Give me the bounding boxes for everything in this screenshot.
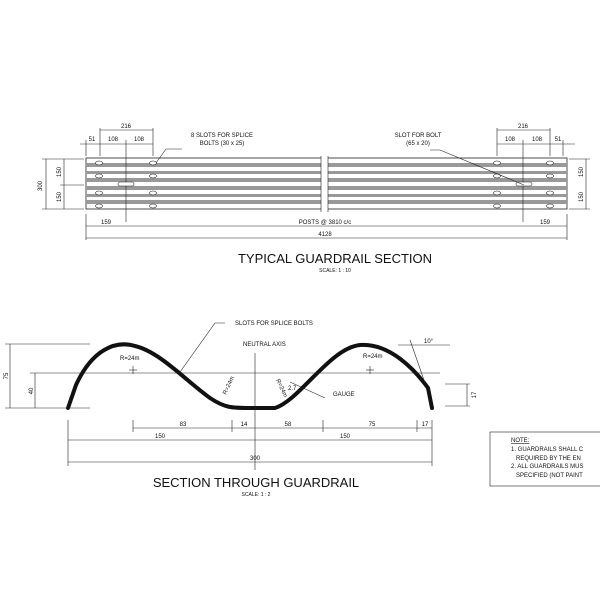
guardrail-profile [66,342,434,410]
angle-10: 10° [424,339,434,345]
note-box: NOTE: 1. GUARDRAILS SHALL C REQUIRED BY … [489,431,600,487]
dim-17: 17 [422,422,429,428]
dim-300: 300 [38,180,44,191]
section-view: 75 40 83 14 58 75 17 150 150 300 17 2.7 … [4,321,478,498]
section-title: SECTION THROUGH GUARDRAIL [153,475,359,490]
dim-150: 150 [340,434,351,440]
dim-58: 58 [285,422,292,428]
dim-150: 150 [57,191,63,202]
note-heading: NOTE: [511,438,530,444]
plan-view: 216 51 108 108 216 108 108 51 300 150 15… [38,124,590,274]
section-scale: SCALE: 1 : 2 [242,492,271,498]
break-line [321,156,328,212]
note-line: REQUIRED BY THE EN [516,456,581,462]
dim-51-right: 51 [555,137,562,143]
radius-small: R=24m [222,376,236,396]
radius-left: R=24m [120,356,140,362]
dim-gauge: 2.7 [288,386,297,392]
dim-40: 40 [29,387,35,394]
dim-75: 75 [369,422,376,428]
dim-159-right: 159 [540,220,551,226]
dim-216-right: 216 [518,124,529,130]
note-line: 2. ALL GUARDRAILS MUS [511,464,583,470]
plan-scale: SCALE: 1 : 10 [319,268,351,274]
dim-150: 150 [579,191,585,202]
dim-150: 150 [579,166,585,177]
callout-bolt-slot: SLOT FOR BOLT [395,133,442,139]
dim-108: 108 [505,137,516,143]
plan-title: TYPICAL GUARDRAIL SECTION [238,251,432,266]
note-line: SPECIFIED (NOT PAINT [516,473,583,479]
dim-51-left: 51 [89,137,96,143]
dim-216-left: 216 [121,124,132,130]
callout-splice-slots: BOLTS (30 x 25) [200,141,245,147]
dim-tip: 17 [472,391,478,398]
callout-splice-slots: 8 SLOTS FOR SPLICE [191,133,253,139]
dim-159-left: 159 [101,220,112,226]
dim-108: 108 [532,137,543,143]
neutral-axis-label: NEUTRAL AXIS [243,342,286,348]
dim-300: 300 [250,456,261,462]
radius-small: R=24m [274,378,288,398]
note-line: 1. GUARDRAILS SHALL C [511,447,584,453]
dim-total-length: 4128 [318,232,332,238]
dim-108: 108 [108,137,119,143]
callout-bolt-slot: (65 x 20) [406,141,430,147]
dim-14: 14 [241,422,248,428]
dim-150: 150 [57,166,63,177]
dim-150: 150 [155,434,166,440]
dimension-lines [42,128,590,240]
dim-108: 108 [134,137,145,143]
gauge-label: GAUGE [333,392,355,398]
callout-splice-bolts: SLOTS FOR SPLICE BOLTS [235,321,313,327]
posts-spacing: POSTS @ 3810 c/c [299,220,351,226]
section-dimension-lines [5,322,470,470]
dim-75: 75 [4,372,10,379]
dim-83: 83 [180,422,187,428]
splice-slots [95,160,554,209]
radius-right: R=24m [363,354,383,360]
